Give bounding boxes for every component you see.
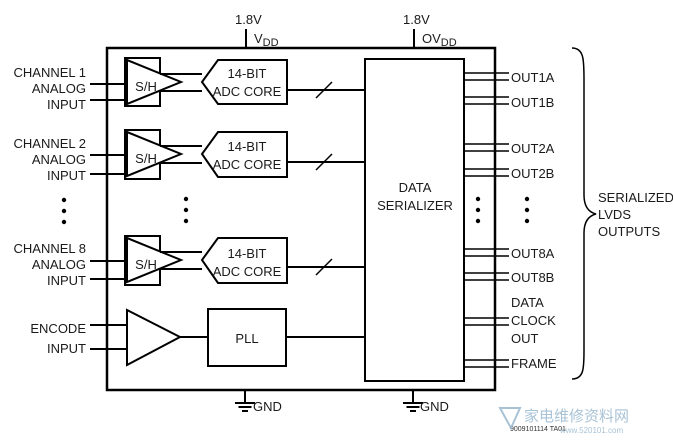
frame-label: FRAME [511, 356, 557, 371]
encode-buffer [126, 308, 183, 367]
channel1-sh-block: S/H [124, 57, 184, 107]
chip-outline [105, 46, 497, 392]
svg-text:OUTPUTS: OUTPUTS [598, 224, 660, 239]
watermark-logo-icon [498, 407, 522, 431]
channel1-sh-adc-wires [160, 73, 202, 92]
ground-symbol-left [235, 390, 255, 412]
svg-text:CHANNEL 1: CHANNEL 1 [14, 65, 86, 80]
out1a-label: OUT1A [511, 70, 555, 85]
channel2-sh-adc-wires [160, 145, 202, 164]
data-serializer-block: DATA SERIALIZER [364, 58, 465, 382]
channel2-sh-block: S/H [124, 129, 184, 180]
ovdd-label: OVDD [422, 31, 457, 49]
svg-text:ANALOG: ANALOG [32, 152, 86, 167]
svg-text:ENCODE: ENCODE [30, 321, 86, 336]
encode-input-label: ENCODE INPUT [30, 321, 86, 356]
channel2-input-wires [90, 154, 127, 175]
out8-wires [464, 248, 509, 281]
dco-wires [464, 317, 509, 326]
ovdd-voltage-label: 1.8V [403, 12, 430, 27]
svg-text:CHANNEL 2: CHANNEL 2 [14, 136, 86, 151]
svg-text:OUT: OUT [511, 331, 539, 346]
watermark: 家电维修资料网 www.520101.com [498, 407, 629, 435]
svg-text:ANALOG: ANALOG [32, 257, 86, 272]
svg-text:SERIALIZED: SERIALIZED [598, 190, 673, 205]
channel8-data-bus [287, 258, 365, 276]
out1b-label: OUT1B [511, 95, 554, 110]
svg-text:PLL: PLL [235, 331, 258, 346]
channel-ellipsis-middle [183, 196, 189, 224]
svg-text:ADC CORE: ADC CORE [213, 84, 282, 99]
channel1-input-label: CHANNEL 1 ANALOG INPUT [14, 65, 87, 112]
svg-text:ADC CORE: ADC CORE [213, 264, 282, 279]
svg-text:家电维修资料网: 家电维修资料网 [524, 408, 629, 425]
encode-input-wires [90, 324, 127, 350]
svg-text:INPUT: INPUT [47, 341, 86, 356]
vdd-label: VDD [254, 31, 279, 49]
out1-wires [464, 72, 509, 105]
out2a-label: OUT2A [511, 141, 555, 156]
svg-text:S/H: S/H [135, 151, 157, 166]
channel8-adc-block: 14-BIT ADC CORE [200, 237, 288, 284]
figure-code: 9009101114 TA01 [510, 426, 566, 433]
pll-block: PLL [207, 308, 287, 367]
channel1-data-bus [287, 81, 365, 99]
channel1-adc-block: 14-BIT ADC CORE [200, 59, 288, 105]
svg-text:INPUT: INPUT [47, 273, 86, 288]
output-ellipsis-inner [475, 196, 481, 224]
svg-text:14-BIT: 14-BIT [227, 66, 266, 81]
svg-text:14-BIT: 14-BIT [227, 246, 266, 261]
channel2-input-label: CHANNEL 2 ANALOG INPUT [14, 136, 87, 183]
svg-text:S/H: S/H [135, 79, 157, 94]
channel8-input-label: CHANNEL 8 ANALOG INPUT [14, 241, 87, 288]
svg-text:INPUT: INPUT [47, 97, 86, 112]
serialized-lvds-outputs-label: SERIALIZED LVDS OUTPUTS [598, 190, 673, 239]
svg-text:SERIALIZER: SERIALIZER [377, 198, 453, 213]
svg-text:CLOCK: CLOCK [511, 313, 556, 328]
output-ellipsis-outer [524, 196, 530, 224]
ground-symbol-right [403, 390, 423, 412]
svg-text:ANALOG: ANALOG [32, 81, 86, 96]
svg-text:www.520101.com: www.520101.com [559, 426, 623, 435]
svg-text:14-BIT: 14-BIT [227, 139, 266, 154]
svg-text:ADC CORE: ADC CORE [213, 157, 282, 172]
out2b-label: OUT2B [511, 166, 554, 181]
out2-wires [464, 143, 509, 177]
vdd-voltage-label: 1.8V [235, 12, 262, 27]
channel8-sh-block: S/H [124, 235, 184, 286]
channel8-input-wires [90, 260, 127, 280]
svg-text:DATA: DATA [511, 295, 544, 310]
channel8-sh-adc-wires [160, 251, 202, 270]
svg-text:LVDS: LVDS [598, 207, 631, 222]
data-clock-out-label: DATA CLOCK OUT [511, 295, 556, 346]
out8b-label: OUT8B [511, 270, 554, 285]
svg-text:DATA: DATA [399, 180, 432, 195]
gnd-label-right: GND [420, 399, 449, 414]
channel2-data-bus [287, 153, 365, 171]
out8a-label: OUT8A [511, 246, 555, 261]
svg-text:INPUT: INPUT [47, 168, 86, 183]
channel-ellipsis-left [61, 197, 67, 225]
gnd-label-left: GND [253, 399, 282, 414]
channel2-adc-block: 14-BIT ADC CORE [200, 131, 288, 178]
channel1-input-wires [90, 83, 127, 101]
svg-text:S/H: S/H [135, 257, 157, 272]
frame-wires [464, 359, 509, 368]
svg-text:CHANNEL 8: CHANNEL 8 [14, 241, 86, 256]
lvds-outputs-brace [571, 47, 597, 380]
